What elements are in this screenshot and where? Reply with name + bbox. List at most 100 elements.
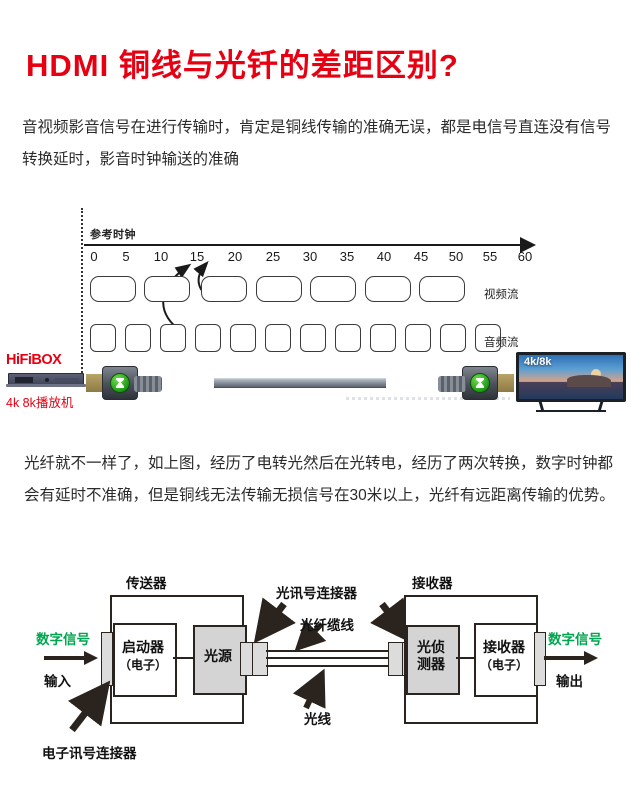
- tv-foot: [536, 410, 606, 412]
- cable-wire: [214, 378, 510, 400]
- audio-stream-block: [195, 324, 221, 352]
- timing-diagram: 参考时钟 0 5 10 15 20 25 30 35 40 45 50 55 6…: [0, 200, 640, 380]
- driver-to-source-wire: [173, 657, 193, 659]
- tv-stand: [536, 402, 606, 412]
- strain-relief: [438, 376, 466, 392]
- audio-stream-block: [405, 324, 431, 352]
- player-disc-slot: [55, 378, 79, 382]
- output-label: 输出: [556, 674, 583, 689]
- video-stream-block: [419, 276, 465, 302]
- photodetector-label: 光侦 测器: [406, 640, 456, 674]
- audio-stream-block: [160, 324, 186, 352]
- receiver-box-label: 接收器 （电子）: [474, 640, 534, 674]
- audio-stream-block: [440, 324, 466, 352]
- hifibox-logo: HiFiBOX: [6, 352, 62, 368]
- audio-stream-block: [90, 324, 116, 352]
- player-caption: 4k 8k播放机: [6, 396, 74, 410]
- input-arrow-head-icon: [84, 651, 98, 665]
- audio-stream-block: [475, 324, 501, 352]
- light-ray-callout-arrow: [292, 668, 326, 710]
- video-stream-block: [365, 276, 411, 302]
- axis-tick: 20: [227, 249, 243, 264]
- photodetector-box: [406, 625, 460, 695]
- axis-tick: 35: [339, 249, 355, 264]
- video-stream-block: [310, 276, 356, 302]
- device-illustration-row: HiFiBOX 4k 8k播放机: [0, 348, 640, 420]
- video-stream-block: [201, 276, 247, 302]
- light-source-label: 光源: [204, 650, 232, 665]
- fiber-optic-diagram: 传送器 接收器 启动器 （电子） 光源 数字信号 输入: [0, 560, 640, 802]
- detector-label-line2: 测器: [417, 658, 445, 673]
- axis-tick: 30: [302, 249, 318, 264]
- detector-label-line1: 光侦: [417, 641, 445, 656]
- timeline-origin-dotted-line: [81, 208, 83, 376]
- driver-label-line1: 启动器: [122, 641, 164, 656]
- transmitter-title: 传送器: [126, 576, 167, 591]
- axis-tick: 25: [265, 249, 281, 264]
- output-digital-signal-label: 数字信号: [548, 632, 602, 647]
- axis-tick: 60: [517, 249, 533, 264]
- audio-stream-block: [300, 324, 326, 352]
- audio-stream-block: [125, 324, 151, 352]
- intro-paragraph: 音视频影音信号在进行传输时，肯定是铜线传输的准确无误，都是电信号直连没有信号转换…: [22, 119, 612, 168]
- axis-tick: 45: [413, 249, 429, 264]
- receiver-title: 接收器: [412, 576, 453, 591]
- time-axis-ticks: 0 5 10 15 20 25 30 35 40 45 50 55 60: [84, 249, 534, 267]
- light-ray-label: 光线: [304, 712, 331, 727]
- screen-sun-icon: [591, 369, 601, 379]
- video-stream-block: [144, 276, 190, 302]
- driver-label-line2: （电子）: [118, 658, 167, 672]
- fiber-cable-core-line: [266, 657, 388, 659]
- explanation-paragraph: 光纤就不一样了，如上图，经历了电转光然后在光转电，经历了两次转换，数字时钟都会有…: [24, 455, 615, 504]
- television-device: 4k/8k: [516, 352, 626, 414]
- fiber-cable-label: 光纤缆线: [300, 618, 354, 633]
- brand-logo-icon: [110, 373, 130, 393]
- receiver-label-line2: （电子）: [479, 658, 528, 672]
- fiber-cable-top-line: [266, 650, 388, 652]
- input-arrow-shaft: [44, 656, 86, 660]
- optical-connector-label: 光讯号连接器: [276, 586, 357, 601]
- player-display: [15, 377, 33, 383]
- input-label: 输入: [44, 674, 71, 689]
- axis-tick: 55: [482, 249, 498, 264]
- input-digital-signal-label: 数字信号: [36, 632, 90, 647]
- audio-stream-block: [370, 324, 396, 352]
- axis-tick: 5: [122, 249, 130, 264]
- electronic-connector-callout: [67, 680, 111, 733]
- player-base: [6, 384, 86, 387]
- brand-logo-icon: [470, 373, 490, 393]
- time-axis-line: [84, 244, 524, 246]
- media-player-device: [6, 373, 86, 389]
- axis-tick: 0: [90, 249, 98, 264]
- tv-resolution-label: 4k/8k: [524, 356, 552, 368]
- audio-stream-label: 音频流: [484, 337, 519, 349]
- player-power-led-icon: [45, 378, 49, 382]
- cable-print-text: [346, 397, 510, 400]
- audio-stream-block: [335, 324, 361, 352]
- receiver-electronic-box: [474, 623, 538, 697]
- electronic-connector-label: 电子讯号连接器: [42, 746, 137, 761]
- tv-screen: [519, 355, 623, 399]
- axis-tick: 40: [376, 249, 392, 264]
- axis-tick: 50: [448, 249, 464, 264]
- output-arrow-shaft: [544, 656, 586, 660]
- hdmi-cable-illustration: [86, 362, 514, 404]
- driver-electronic-box: [113, 623, 177, 697]
- time-axis-arrow-icon: [520, 237, 536, 253]
- reference-clock-label: 参考时钟: [90, 229, 136, 241]
- receiver-label-line1: 接收器: [483, 641, 525, 656]
- axis-tick: 15: [189, 249, 205, 264]
- output-arrow-head-icon: [584, 651, 598, 665]
- detector-to-receiver-wire: [456, 657, 474, 659]
- driver-box-label: 启动器 （电子）: [113, 640, 173, 674]
- video-stream-label: 视频流: [484, 289, 519, 301]
- strain-relief: [134, 376, 162, 392]
- screen-landscape: [519, 375, 623, 399]
- fiber-cable-bottom-line: [266, 665, 388, 667]
- axis-tick: 10: [153, 249, 169, 264]
- page-title: HDMI 铜线与光钎的差距区别?: [26, 48, 459, 83]
- video-stream-block: [256, 276, 302, 302]
- audio-stream-block: [230, 324, 256, 352]
- hdmi-connector-right: [438, 364, 514, 400]
